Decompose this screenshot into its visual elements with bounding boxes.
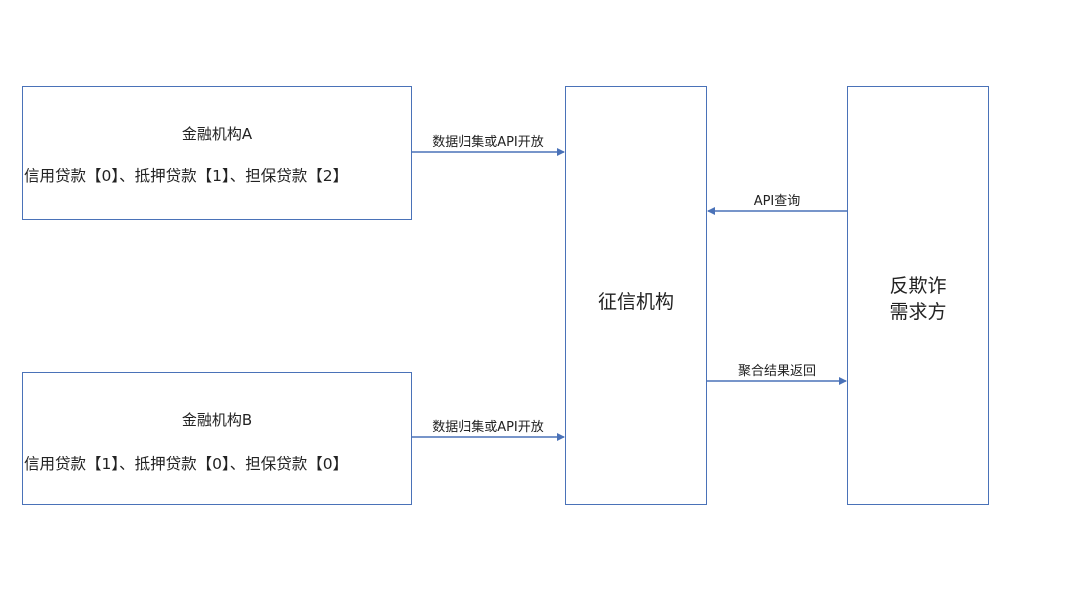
edge-label-api-query: API查询	[753, 194, 801, 209]
institution-a-loans: 信用贷款【0】、抵押贷款【1】、担保贷款【2】	[24, 167, 349, 185]
institution-b-title: 金融机构B	[181, 411, 253, 429]
edge-label-aggregate-return: 聚合结果返回	[737, 364, 816, 379]
credit-bureau-label: 征信机构	[597, 291, 674, 313]
edge-label-a-to-bureau: 数据归集或API开放	[432, 135, 544, 150]
edge-label-b-to-bureau: 数据归集或API开放	[432, 420, 544, 435]
anti-fraud-label-line1: 反欺诈	[889, 275, 947, 297]
financial-institution-a-box: 金融机构A 信用贷款【0】、抵押贷款【1】、担保贷款【2】	[22, 86, 412, 220]
institution-b-loans: 信用贷款【1】、抵押贷款【0】、担保贷款【0】	[24, 455, 349, 473]
institution-a-title: 金融机构A	[181, 125, 253, 143]
anti-fraud-label-line2: 需求方	[889, 301, 947, 323]
financial-institution-b-box: 金融机构B 信用贷款【1】、抵押贷款【0】、担保贷款【0】	[22, 372, 412, 505]
credit-bureau-box: 征信机构	[565, 86, 707, 505]
anti-fraud-requester-box: 反欺诈 需求方	[847, 86, 989, 505]
anti-fraud-label: 反欺诈 需求方	[848, 273, 988, 325]
